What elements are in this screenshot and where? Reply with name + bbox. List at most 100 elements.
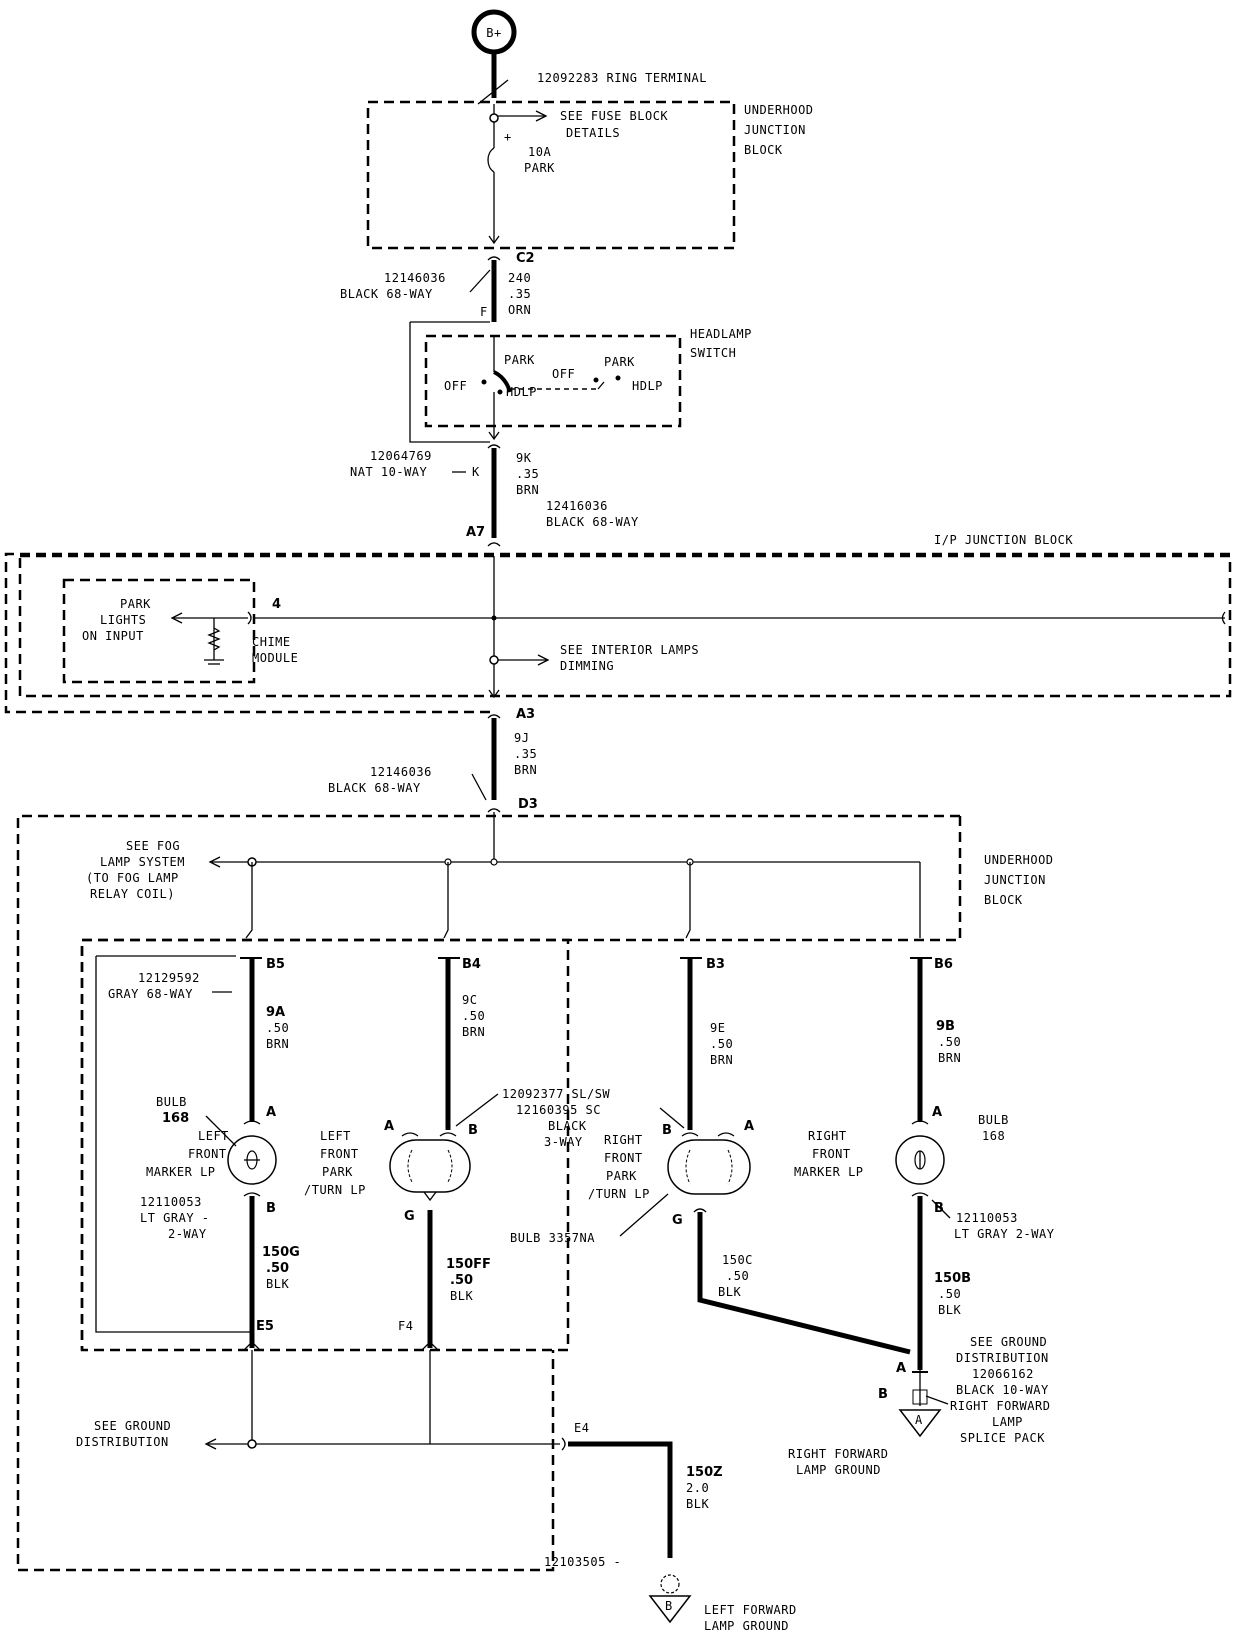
rf-marker-name-1: RIGHT	[808, 1129, 847, 1143]
lf-park-name-4: /TURN LP	[304, 1183, 366, 1197]
splice-4: BLACK 10-WAY	[956, 1383, 1049, 1397]
connector-male-icon	[421, 1341, 439, 1351]
rf-marker-name-2: FRONT	[812, 1147, 851, 1161]
right-ground-1: RIGHT FORWARD	[788, 1447, 888, 1461]
rf-marker-bulb-icon	[895, 1135, 945, 1185]
splice-1: SEE GROUND	[970, 1335, 1047, 1349]
lf-park-name-1: LEFT	[320, 1129, 351, 1143]
wire-150b-color: BLK	[938, 1303, 961, 1317]
interior-splice	[489, 655, 499, 665]
switch-blade-right	[597, 381, 605, 390]
lf-marker-name-3: MARKER LP	[146, 1165, 216, 1179]
chime-module-1: CHIME	[252, 635, 291, 649]
connector-male-icon	[243, 1341, 261, 1351]
chime-pin: 4	[272, 597, 281, 612]
lf-park-name-3: PARK	[322, 1165, 353, 1179]
arrow-left-icon	[208, 856, 221, 868]
see-ground-2: DISTRIBUTION	[76, 1435, 169, 1449]
connector-female-icon	[243, 1192, 261, 1197]
wire-9c-size: .50	[462, 1009, 485, 1023]
rf-park-name-4: /TURN LP	[588, 1187, 650, 1201]
switch-blade-left	[493, 370, 512, 393]
ground-splice	[247, 1439, 257, 1449]
chime-module-2: MODULE	[252, 651, 298, 665]
pin-b4: B4	[462, 957, 481, 972]
connector-female-icon	[243, 1120, 261, 1125]
ip-junction-block	[18, 554, 1232, 698]
left-ground-letter: B	[665, 1599, 673, 1613]
underhood-junction-block-top	[366, 100, 736, 250]
shared-conn-1: 12092377 SL/SW	[502, 1087, 610, 1101]
rf-park-pin-a: A	[744, 1119, 754, 1134]
left-ground-2: LAMP GROUND	[704, 1619, 789, 1633]
right-ground-2: LAMP GROUND	[796, 1463, 881, 1477]
lf-park-pin-b: B	[468, 1123, 478, 1138]
left-ground-eyelet	[660, 1574, 680, 1594]
wire-9e-num: 9E	[710, 1021, 725, 1035]
wire-150g-size: .50	[266, 1261, 289, 1276]
ip-junction-title: I/P JUNCTION BLOCK	[934, 533, 1073, 547]
right-ground-letter: A	[915, 1413, 923, 1427]
lf-park-bulb-icon	[389, 1139, 471, 1193]
underhood-lower-title-3: BLOCK	[984, 893, 1023, 907]
see-ground-1: SEE GROUND	[94, 1419, 171, 1433]
connector-female-icon	[487, 256, 501, 261]
wire-9k-color: BRN	[516, 483, 539, 497]
splice-7: SPLICE PACK	[960, 1431, 1045, 1445]
underhood-top-title-1: UNDERHOOD	[744, 103, 814, 117]
lf-marker-pin-a: A	[266, 1105, 276, 1120]
conn-150z: 12103505 -	[544, 1555, 621, 1569]
lf-park-pin-g: G	[404, 1209, 415, 1224]
gray-conn-1: 12129592	[138, 971, 200, 985]
arrow-left-icon	[204, 1438, 217, 1450]
connector-female-icon	[911, 1120, 929, 1125]
lf-marker-name-2: FRONT	[188, 1147, 227, 1161]
wire-150c-num: 150C	[722, 1253, 753, 1267]
wire-9b-color: BRN	[938, 1051, 961, 1065]
pin-e5: E5	[256, 1319, 274, 1334]
splice-pin-b: B	[878, 1387, 888, 1402]
lf-marker-conn-2: LT GRAY -	[140, 1211, 210, 1225]
pin-b6: B6	[934, 957, 953, 972]
pin-b3: B3	[706, 957, 725, 972]
lf-marker-pin-b: B	[266, 1201, 276, 1216]
wire-9e-color: BRN	[710, 1053, 733, 1067]
connector-female-icon	[911, 1192, 929, 1197]
headlamp-switch	[424, 334, 682, 428]
underhood-lower-title-1: UNDERHOOD	[984, 853, 1054, 867]
underhood-junction-block-lower	[80, 816, 962, 1350]
connector-female-icon	[487, 542, 501, 547]
wire-240-color: ORN	[508, 303, 531, 317]
wire-240-num: 240	[508, 271, 531, 285]
bus-splice-3	[490, 858, 498, 866]
wire-150c-size: .50	[726, 1269, 749, 1283]
c2-part-2: BLACK 68-WAY	[340, 287, 433, 301]
pin-f: F	[480, 305, 488, 319]
rf-park-name-1: RIGHT	[604, 1133, 643, 1147]
rf-park-name-3: PARK	[606, 1169, 637, 1183]
chime-input-2: LIGHTS	[100, 613, 146, 627]
connector-female-icon	[561, 1437, 566, 1451]
pin-a3: A3	[516, 707, 535, 722]
switch-contact-off	[481, 379, 487, 385]
lf-marker-bulb-1: BULB	[156, 1095, 187, 1109]
fuse-rating: 10A	[528, 145, 551, 159]
switch-right-park: PARK	[604, 355, 635, 369]
headlamp-switch-outline	[409, 322, 490, 443]
k-part2-2: BLACK 68-WAY	[546, 515, 639, 529]
rf-park-pin-g: G	[672, 1213, 683, 1228]
connector-female-icon	[681, 1132, 699, 1137]
filament-icon	[407, 1149, 453, 1183]
connector-female-icon	[247, 611, 252, 625]
wire-150b-num: 150B	[934, 1271, 971, 1286]
wire-240-size: .35	[508, 287, 531, 301]
arrow-right-icon	[537, 654, 550, 666]
pin-a7: A7	[466, 525, 485, 540]
connector-female-icon	[439, 1132, 457, 1137]
bus-branch-b4	[443, 862, 449, 939]
fog-3: (TO FOG LAMP	[86, 871, 179, 885]
lf-marker-bulb-icon	[227, 1135, 277, 1185]
fuse-details-2: DETAILS	[566, 126, 620, 140]
switch-left-hdlp: HDLP	[506, 385, 537, 399]
pin-k: K	[472, 465, 480, 479]
